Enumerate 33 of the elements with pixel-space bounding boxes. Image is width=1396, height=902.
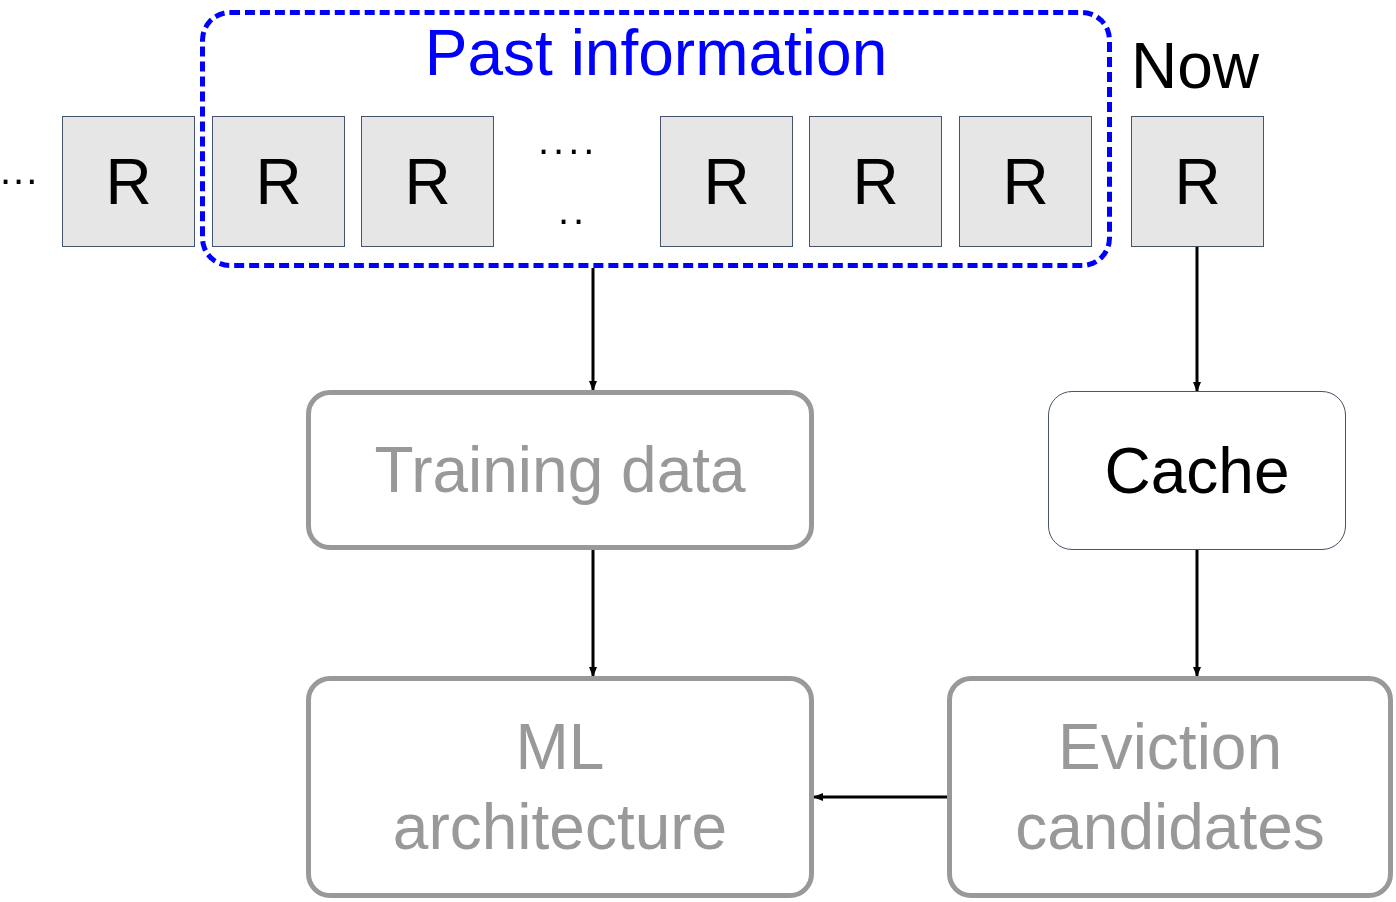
node-label: R bbox=[703, 149, 750, 214]
ellipsis-label: ... bbox=[0, 150, 40, 190]
arrow bbox=[589, 268, 597, 391]
time-label: Now bbox=[1131, 34, 1260, 98]
request-box bbox=[1131, 116, 1264, 247]
request-box bbox=[212, 116, 345, 247]
arrow bbox=[1193, 247, 1201, 392]
dashed-group-box bbox=[200, 10, 1112, 268]
node-label: R bbox=[1002, 149, 1049, 214]
process-box bbox=[306, 390, 814, 550]
request-box bbox=[809, 116, 942, 247]
ellipsis-label: .... bbox=[538, 120, 599, 160]
node-label: Training data bbox=[374, 433, 746, 508]
ellipsis-label: .. bbox=[558, 190, 589, 230]
node-label: R bbox=[105, 149, 152, 214]
group-title: Past information bbox=[423, 21, 889, 85]
node-label: R bbox=[255, 149, 302, 214]
arrow bbox=[813, 793, 947, 801]
process-box bbox=[1048, 391, 1346, 550]
node-label: R bbox=[1174, 149, 1221, 214]
arrow bbox=[589, 550, 597, 677]
process-box bbox=[947, 676, 1393, 898]
node-label: Cache bbox=[1104, 438, 1290, 503]
request-box bbox=[361, 116, 494, 247]
request-box bbox=[62, 116, 195, 247]
request-box bbox=[660, 116, 793, 247]
arrow bbox=[1193, 550, 1201, 677]
node-label: R bbox=[852, 149, 899, 214]
node-label: ML architecture bbox=[391, 710, 729, 865]
node-label: Eviction candidates bbox=[1014, 710, 1326, 865]
process-box bbox=[306, 676, 814, 898]
node-label: R bbox=[404, 149, 451, 214]
request-box bbox=[959, 116, 1092, 247]
